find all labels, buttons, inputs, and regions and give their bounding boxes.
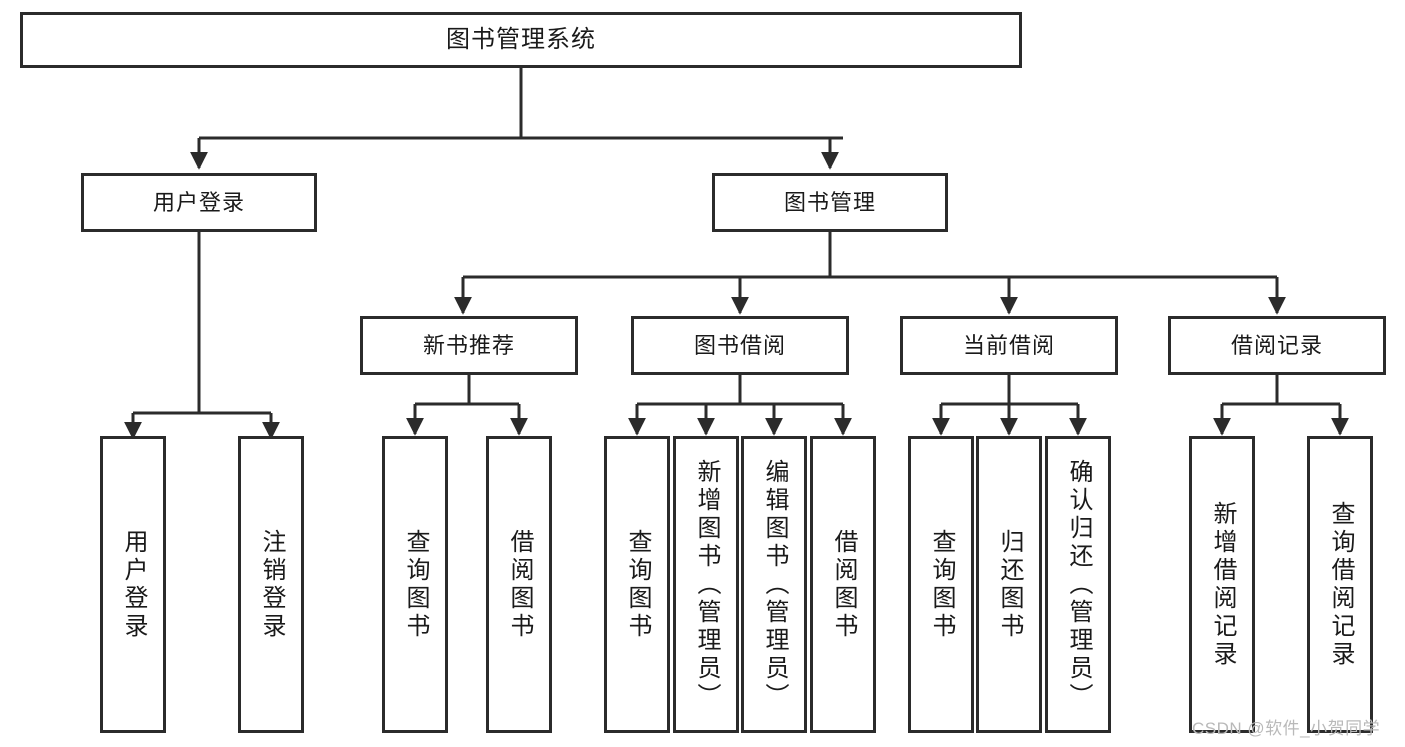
node-label: 图书借阅 <box>693 332 786 358</box>
node-label: 用户登录 <box>120 528 147 641</box>
node-current-borrow[interactable]: 当前借阅 <box>900 316 1118 375</box>
leaf-query-book-current[interactable]: 查询图书 <box>908 436 974 733</box>
leaf-query-borrow-record[interactable]: 查询借阅记录 <box>1307 436 1373 733</box>
leaf-add-book-admin[interactable]: 新增图书（管理员） <box>673 436 739 733</box>
node-label: 借阅记录 <box>1230 332 1323 358</box>
node-label: 图书管理系统 <box>446 26 596 54</box>
node-label: 归还图书 <box>996 528 1023 641</box>
node-label: 借阅图书 <box>830 528 857 641</box>
node-book-management-system[interactable]: 图书管理系统 <box>20 12 1022 68</box>
leaf-return-book[interactable]: 归还图书 <box>976 436 1042 733</box>
node-label: 查询图书 <box>402 528 429 641</box>
node-label: 查询图书 <box>928 528 955 641</box>
node-label: 新书推荐 <box>422 332 515 358</box>
node-label: 当前借阅 <box>962 332 1055 358</box>
node-borrow-record[interactable]: 借阅记录 <box>1168 316 1386 375</box>
node-new-book-recommend[interactable]: 新书推荐 <box>360 316 578 375</box>
node-book-borrow[interactable]: 图书借阅 <box>631 316 849 375</box>
leaf-add-borrow-record[interactable]: 新增借阅记录 <box>1189 436 1255 733</box>
node-label: 图书管理 <box>783 189 876 215</box>
node-label: 新增图书（管理员） <box>693 458 720 711</box>
leaf-user-login[interactable]: 用户登录 <box>100 436 166 733</box>
node-label: 借阅图书 <box>506 528 533 641</box>
leaf-query-book-borrow[interactable]: 查询图书 <box>604 436 670 733</box>
node-label: 用户登录 <box>152 189 245 215</box>
node-label: 查询图书 <box>624 528 651 641</box>
leaf-logout[interactable]: 注销登录 <box>238 436 304 733</box>
node-label: 确认归还（管理员） <box>1065 458 1092 711</box>
leaf-borrow-book-recommend[interactable]: 借阅图书 <box>486 436 552 733</box>
leaf-query-book-recommend[interactable]: 查询图书 <box>382 436 448 733</box>
node-label: 编辑图书（管理员） <box>761 458 788 711</box>
leaf-edit-book-admin[interactable]: 编辑图书（管理员） <box>741 436 807 733</box>
watermark-text: CSDN @软件_小贺同学 <box>1192 719 1381 738</box>
node-label: 注销登录 <box>258 528 285 641</box>
node-user-login[interactable]: 用户登录 <box>81 173 317 232</box>
node-label: 新增借阅记录 <box>1209 500 1236 669</box>
node-book-management[interactable]: 图书管理 <box>712 173 948 232</box>
leaf-confirm-return-admin[interactable]: 确认归还（管理员） <box>1045 436 1111 733</box>
node-label: 查询借阅记录 <box>1327 500 1354 669</box>
leaf-borrow-book[interactable]: 借阅图书 <box>810 436 876 733</box>
